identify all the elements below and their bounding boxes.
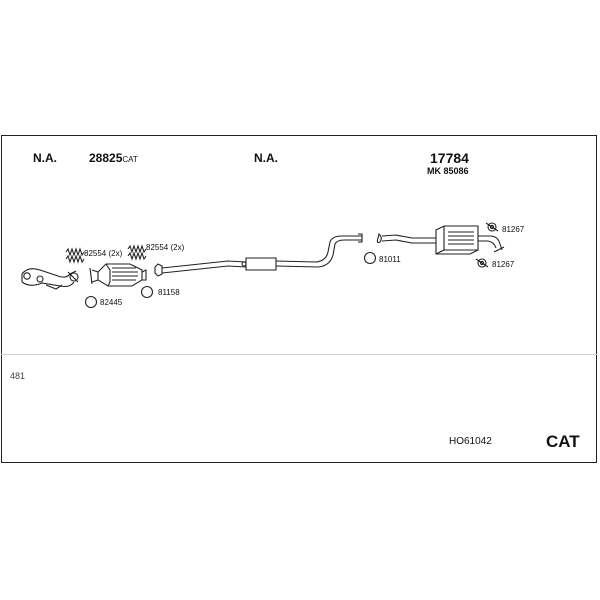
spring-left-part	[65, 247, 85, 264]
header-col3: N.A.	[254, 151, 278, 165]
footer-number: 481	[10, 371, 26, 381]
footer-code: HO61042	[449, 436, 492, 447]
header-col2-number: 28825	[89, 151, 123, 165]
catalytic-converter-part	[89, 263, 147, 287]
diagram-frame	[1, 135, 597, 463]
label-ring-81011: 81011	[379, 255, 401, 264]
front-pipe-part	[21, 268, 79, 290]
ring-82445-part	[84, 295, 98, 309]
label-ring-81158: 81158	[158, 288, 180, 297]
label-ring-82445: 82445	[100, 298, 123, 307]
header-col1: N.A.	[33, 151, 57, 165]
ring-81158-part	[140, 285, 154, 299]
header-col2-suffix: CAT	[122, 155, 138, 164]
label-hanger-top: 81267	[502, 225, 525, 234]
header-col4: 17784	[430, 150, 469, 166]
rear-silencer-part	[376, 225, 505, 255]
header-col4-mk: MK 85086	[427, 166, 469, 176]
label-spring-right: 82554 (2x)	[146, 243, 185, 252]
center-pipe-part	[154, 233, 363, 277]
footer-cat: CAT	[546, 432, 580, 451]
hanger-top-part	[485, 222, 499, 232]
label-hanger-bottom: 81267	[492, 260, 515, 269]
spring-right-part	[127, 244, 147, 261]
label-spring-left: 82554 (2x)	[84, 249, 123, 258]
ring-81011-part	[363, 251, 377, 265]
header-col2: 28825CAT	[89, 152, 138, 164]
footer-divider	[1, 354, 597, 355]
hanger-bottom-part	[475, 258, 489, 268]
